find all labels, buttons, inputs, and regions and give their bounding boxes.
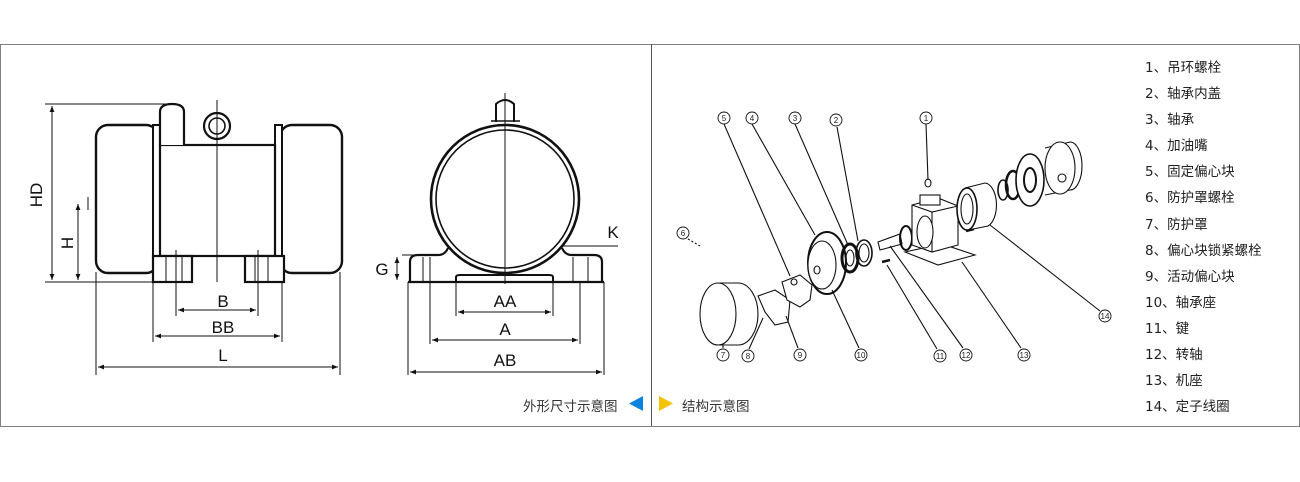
callout-7: 7 [721, 351, 726, 360]
legend-item: 13、机座 [1145, 373, 1203, 390]
callout-1: 1 [924, 114, 929, 123]
callout-11: 11 [936, 352, 945, 361]
label-bb: BB [212, 318, 235, 337]
structure-drawing-link[interactable]: 结构示意图 [682, 399, 750, 415]
legend-item: 6、防护罩螺栓 [1145, 190, 1235, 207]
callout-14: 14 [1101, 312, 1110, 321]
callout-13: 13 [1020, 351, 1029, 360]
legend-item: 5、固定偏心块 [1145, 164, 1235, 181]
callout-circles [676, 111, 1112, 363]
legend-item: 7、防护罩 [1145, 216, 1208, 233]
legend-item: 12、转轴 [1145, 347, 1203, 364]
legend-item: 11、键 [1145, 320, 1190, 337]
panel-divider [651, 44, 652, 426]
callout-6: 6 [681, 229, 686, 238]
callout-4: 4 [750, 114, 755, 123]
legend-item: 2、轴承内盖 [1145, 86, 1222, 103]
legend-item: 9、活动偏心块 [1145, 268, 1235, 285]
label-ab: AB [494, 351, 517, 370]
callout-3: 3 [793, 114, 798, 123]
callout-5: 5 [722, 114, 727, 123]
legend-item: 8、偏心块锁紧螺栓 [1145, 242, 1262, 259]
parts-legend: 1、吊环螺栓 2、轴承内盖 3、轴承 4、加油嘴 5、固定偏心块 6、防护罩螺栓… [1145, 55, 1262, 420]
exploded-view-drawing [676, 111, 1112, 363]
callout-9: 9 [798, 351, 803, 360]
callout-8: 8 [746, 352, 751, 361]
label-hd: HD [27, 183, 46, 208]
legend-item: 10、轴承座 [1145, 294, 1217, 311]
legend-item: 3、轴承 [1145, 112, 1195, 129]
label-a: A [499, 320, 511, 339]
triangle-right-icon[interactable] [659, 396, 673, 411]
triangle-left-icon[interactable] [629, 396, 643, 411]
label-k: K [607, 223, 619, 242]
dimension-drawing-link[interactable]: 外形尺寸示意图 [523, 399, 618, 415]
label-h: H [58, 237, 77, 249]
label-g: G [375, 260, 388, 279]
label-aa: AA [494, 292, 517, 311]
callout-10: 10 [857, 351, 866, 360]
label-l: L [218, 346, 227, 365]
side-view-drawing [45, 100, 344, 375]
callout-12: 12 [962, 351, 971, 360]
legend-item: 14、定子线圈 [1145, 399, 1230, 416]
callout-2: 2 [834, 116, 839, 125]
label-b: B [217, 292, 228, 311]
legend-item: 4、加油嘴 [1145, 138, 1208, 155]
legend-item: 1、吊环螺栓 [1145, 60, 1222, 76]
front-view-drawing [394, 93, 618, 375]
